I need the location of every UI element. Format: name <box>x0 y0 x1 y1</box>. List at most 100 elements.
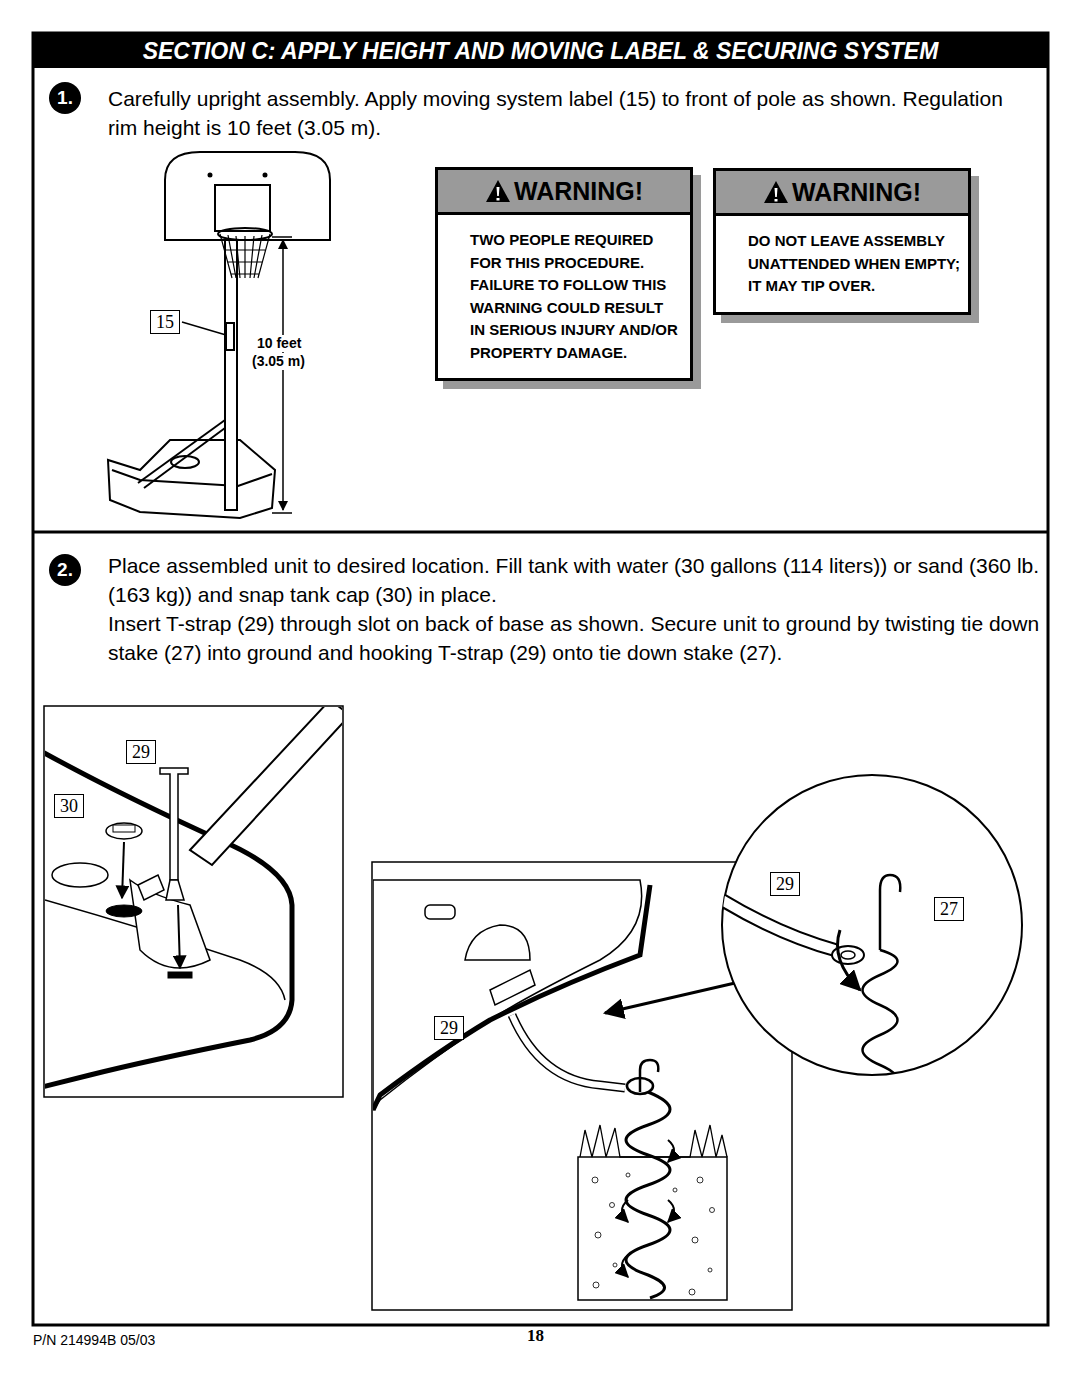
dimension-line <box>272 512 292 514</box>
detail-circle <box>722 875 900 1120</box>
page-frame <box>33 33 1048 1325</box>
stake-detail-panel <box>425 905 455 919</box>
stake-detail-panel <box>697 1177 703 1183</box>
warning-heading: WARNING! <box>716 171 968 216</box>
base-detail-panel <box>138 875 164 900</box>
stake-detail-panel <box>708 1268 712 1272</box>
hoop-illustration <box>226 323 234 350</box>
stake-detail-panel <box>512 1015 625 1088</box>
stake-detail-panel <box>613 1263 617 1267</box>
callout-number: 30 <box>54 794 84 818</box>
page-frame <box>33 33 1048 1325</box>
hoop-illustration <box>165 152 330 240</box>
footer-text: P/N 214994B 05/03 <box>33 1332 155 1349</box>
hoop-illustration <box>144 428 225 488</box>
base-detail-panel <box>122 842 124 898</box>
callout-number: 29 <box>434 1016 464 1040</box>
stake-detail-panel <box>626 1173 630 1177</box>
warning-icon <box>486 180 510 202</box>
stake-detail-panel <box>605 980 748 1013</box>
hoop-illustration <box>112 470 272 486</box>
stake-detail-panel <box>673 1188 677 1192</box>
hoop-illustration <box>218 228 272 240</box>
warning-heading: WARNING! <box>438 170 690 215</box>
hoop-illustration <box>225 238 237 510</box>
stake-detail-panel <box>595 1232 601 1238</box>
detail-circle <box>722 775 1022 1075</box>
page-frame <box>33 33 1048 68</box>
step-number: 1. <box>49 82 81 114</box>
stake-detail-panel <box>689 1289 695 1295</box>
stake-detail-panel <box>622 1255 628 1277</box>
dimension-label: 10 feet <box>257 335 301 352</box>
dimension-line <box>272 237 292 513</box>
dimension-label: (3.05 m) <box>252 353 305 370</box>
stake-detail-panel <box>692 1237 698 1243</box>
detail-circle <box>722 900 835 950</box>
warning-box: WARNING! TWO PEOPLE REQUIRED FOR THIS PRO… <box>435 167 693 381</box>
instruction-text: Insert T-strap (29) through slot on back… <box>108 609 1046 667</box>
base-detail-panel <box>52 863 108 887</box>
warning-box: WARNING! DO NOT LEAVE ASSEMBLY UNATTENDED… <box>713 168 971 315</box>
node-text: 15 <box>156 311 174 333</box>
stake-detail-panel <box>373 880 727 1300</box>
stake-detail-panel <box>626 1092 670 1298</box>
node-text: 29 <box>440 1017 458 1039</box>
node-text: 29 <box>776 873 794 895</box>
stake-detail-panel <box>465 925 530 960</box>
dimension-line <box>272 236 292 238</box>
warning-icon <box>764 181 788 203</box>
detail-circle <box>722 775 1022 1120</box>
instruction-text: Carefully upright assembly. Apply moving… <box>108 84 1008 142</box>
callout-number: 15 <box>150 310 180 334</box>
hoop-illustration <box>215 185 270 231</box>
callout-number: 29 <box>126 740 156 764</box>
warning-heading: WARNING! <box>792 178 921 207</box>
callout-number: 29 <box>770 872 800 896</box>
warning-icon <box>774 188 777 202</box>
node-text: 29 <box>132 741 150 763</box>
node-text: 30 <box>60 795 78 817</box>
hoop-illustration <box>108 152 330 518</box>
footer-text: 18 <box>527 1326 544 1346</box>
base-detail-panel <box>113 825 135 832</box>
base-detail-panel <box>168 972 192 978</box>
base-detail-panel <box>178 905 180 968</box>
node-text: 2. <box>57 559 73 581</box>
detail-circle <box>863 950 898 1120</box>
hoop-illustration <box>264 174 267 177</box>
warning-text: DO NOT LEAVE ASSEMBLY UNATTENDED WHEN EM… <box>716 216 968 312</box>
stake-detail-panel <box>640 1060 658 1092</box>
callout-number: 27 <box>934 897 964 921</box>
detail-circle <box>841 951 855 959</box>
warning-icon <box>763 180 789 204</box>
detail-circle <box>722 900 835 950</box>
warning-heading: WARNING! <box>514 177 643 206</box>
stake-detail-panel <box>512 1015 625 1088</box>
warning-text: TWO PEOPLE REQUIRED FOR THIS PROCEDURE. … <box>438 215 690 378</box>
node-text: 1. <box>57 87 73 109</box>
base-detail-panel <box>166 880 184 900</box>
stake-detail-panel <box>593 1282 599 1288</box>
leader-line <box>182 322 226 335</box>
page-frame <box>33 531 1048 534</box>
stake-detail-panel <box>668 1140 674 1162</box>
stake-detail-panel <box>490 970 535 1005</box>
stake-detail-panel <box>592 1177 598 1183</box>
detail-circle <box>880 875 900 950</box>
base-detail-panel <box>160 768 188 880</box>
instruction-text: Place assembled unit to desired location… <box>108 551 1046 609</box>
section-title: SECTION C: APPLY HEIGHT AND MOVING LABEL… <box>34 34 1047 68</box>
base-detail-panel <box>45 707 342 1090</box>
stake-detail-panel <box>610 1203 615 1208</box>
stake-detail-panel <box>668 1200 674 1222</box>
stake-detail-panel <box>373 885 650 1110</box>
base-detail-panel <box>106 823 142 839</box>
hoop-illustration <box>209 174 212 177</box>
base-detail-panel <box>190 707 342 865</box>
dimension-line <box>282 240 284 510</box>
step-number: 2. <box>49 554 81 586</box>
stake-detail-panel <box>580 1125 727 1157</box>
warning-icon <box>485 179 511 203</box>
stake-detail-panel <box>710 1208 715 1213</box>
